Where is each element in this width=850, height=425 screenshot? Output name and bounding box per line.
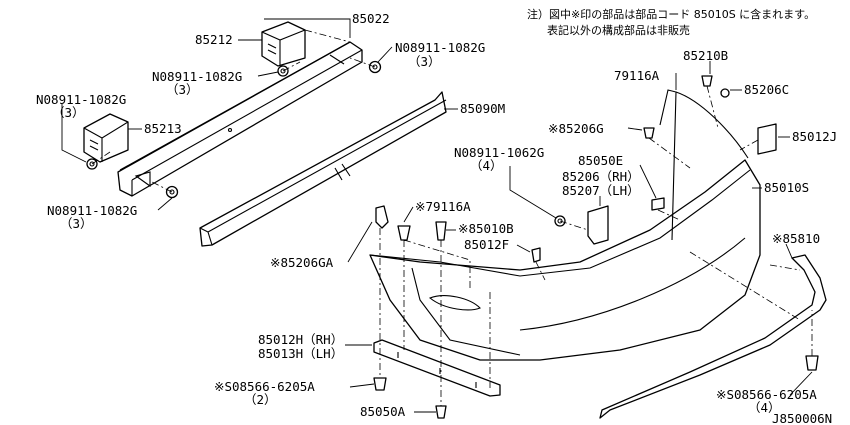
bumper-fascia-85010S	[369, 89, 761, 361]
label-85050e: 85050E	[578, 153, 623, 168]
bracket-85012J	[757, 123, 777, 155]
label-85212: 85212	[195, 32, 233, 47]
label-qty-4-b: （4）	[748, 400, 781, 415]
label-85207-lh: 85207（LH）	[562, 183, 640, 198]
bracket-85212	[261, 21, 306, 67]
energy-absorber-85090M	[199, 91, 447, 247]
lower-bracket-85012H	[373, 339, 501, 397]
label-85010b: ※85010B	[458, 221, 514, 236]
label-79116a: 79116A	[614, 68, 660, 83]
bracket-85206-85207	[587, 205, 609, 245]
molding-85810	[599, 254, 827, 419]
clip-79116A	[397, 225, 411, 241]
diagram-id: J850006N	[772, 411, 832, 425]
clip-85050E	[651, 197, 665, 211]
label-qty-3-d: （3）	[60, 216, 93, 231]
label-85010s: 85010S	[764, 180, 809, 195]
label-85210b: 85210B	[683, 48, 728, 63]
note-line-1: 注）図中※印の部品は部品コード 85010S に含まれます。	[527, 7, 815, 21]
label-85206-rh: 85206（RH）	[562, 169, 640, 184]
label-08911-1082g-a: N08911-1082G	[152, 69, 242, 84]
label-08911-1062g: N08911-1062G	[454, 145, 544, 160]
label-85012j: 85012J	[792, 129, 837, 144]
clip-85050A	[435, 405, 447, 419]
label-85050a: 85050A	[360, 404, 406, 419]
clip-85206G	[643, 127, 655, 139]
label-qty-4-a: （4）	[470, 158, 503, 173]
grommet-85206C	[720, 88, 730, 98]
label-08911-1082g-b: N08911-1082G	[395, 40, 485, 55]
label-85206ga: ※85206GA	[270, 255, 334, 270]
label-08566-6205a-b: ※S08566-6205A	[716, 387, 817, 402]
label-85012f: 85012F	[464, 237, 509, 252]
label-85013h-lh: 85013H（LH）	[258, 346, 343, 361]
label-85213: 85213	[144, 121, 182, 136]
label-85012h-rh: 85012H（RH）	[258, 332, 343, 347]
label-qty-3-b: （3）	[408, 54, 441, 69]
screw-85010B	[435, 221, 447, 241]
label-85206g: ※85206G	[548, 121, 604, 136]
label-85810: ※85810	[772, 231, 820, 246]
bracket-85213	[83, 113, 129, 163]
screw-08566-b	[805, 355, 819, 371]
label-79116a-star: ※79116A	[415, 199, 471, 214]
label-08911-1082g-c: N08911-1082G	[36, 92, 126, 107]
clip-85012F	[531, 247, 541, 263]
label-85022: 85022	[352, 11, 390, 26]
label-qty-3-a: （3）	[166, 82, 199, 97]
clip-85210B	[701, 75, 713, 87]
clip-85206GA	[375, 205, 389, 229]
note-line-2: 表記以外の構成部品は非販売	[547, 23, 690, 37]
label-85206c: 85206C	[744, 82, 789, 97]
label-qty-2: （2）	[244, 392, 277, 407]
label-08911-1082g-d: N08911-1082G	[47, 203, 137, 218]
label-qty-3-c: （3）	[52, 105, 85, 120]
label-85090m: 85090M	[460, 101, 505, 116]
label-08566-6205a-a: ※S08566-6205A	[214, 379, 315, 394]
screw-08566-a	[373, 377, 387, 391]
